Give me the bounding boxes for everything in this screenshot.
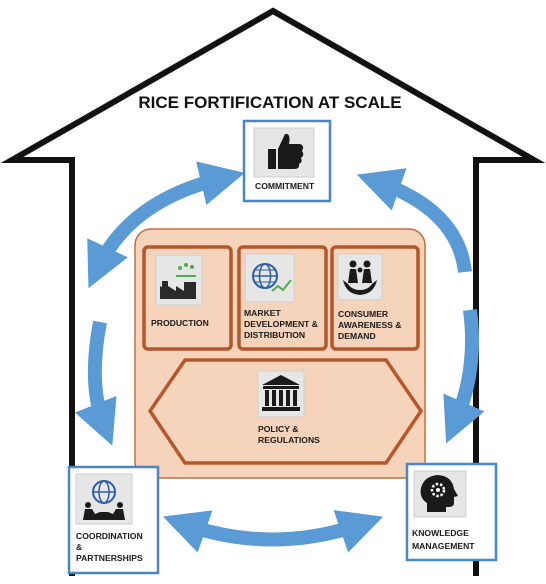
- cycle-arrow-bottom: [162, 510, 384, 553]
- consumer-label-line-3: DEMAND: [338, 331, 376, 341]
- cycle-arrow-left: [74, 320, 117, 446]
- diagram-title: RICE FORTIFICATION AT SCALE: [138, 93, 401, 112]
- coordination-box: COORDINATION & PARTNERSHIPS: [67, 465, 160, 575]
- production-label-line-1: PRODUCTION: [151, 318, 209, 328]
- policy-module: POLICY & REGULATIONS: [147, 358, 424, 465]
- consumer-label: CONSUMER AWARENESS & DEMAND: [338, 309, 404, 341]
- production-label: PRODUCTION: [151, 318, 209, 328]
- cycle-arrow-top-right: [356, 168, 472, 274]
- coordination-label-line-2: &: [76, 542, 82, 552]
- market-label-line-1: MARKET: [244, 308, 282, 318]
- government-building-icon: [262, 375, 300, 411]
- market-module: MARKET DEVELOPMENT & DISTRIBUTION: [237, 245, 328, 351]
- policy-label-line-2: REGULATIONS: [258, 435, 320, 445]
- knowledge-label: KNOWLEDGE MANAGEMENT: [412, 528, 475, 551]
- market-label-line-2: DEVELOPMENT &: [244, 319, 318, 329]
- market-label: MARKET DEVELOPMENT & DISTRIBUTION: [244, 308, 320, 340]
- commitment-label-line-1: COMMITMENT: [255, 181, 315, 191]
- policy-label-line-1: POLICY &: [258, 424, 298, 434]
- consumer-label-line-1: CONSUMER: [338, 309, 389, 319]
- family-hands-icon: [343, 260, 377, 295]
- cycle-arrow-right: [443, 309, 485, 444]
- production-module: PRODUCTION: [142, 245, 233, 351]
- coordination-label-line-3: PARTNERSHIPS: [76, 553, 143, 563]
- knowledge-box: KNOWLEDGE MANAGEMENT: [405, 462, 498, 562]
- thumbs-up-icon: [268, 133, 304, 169]
- house-outline: [0, 7, 546, 576]
- coordination-label-line-1: COORDINATION: [76, 531, 143, 541]
- consumer-module: CONSUMER AWARENESS & DEMAND: [330, 245, 420, 351]
- cycle-arrow-top-left: [87, 161, 245, 289]
- knowledge-label-line-2: MANAGEMENT: [412, 541, 475, 551]
- globe-handshake-icon: [83, 480, 125, 520]
- coordination-label: COORDINATION & PARTNERSHIPS: [76, 531, 145, 563]
- knowledge-label-line-1: KNOWLEDGE: [412, 528, 469, 538]
- factory-icon: [160, 263, 196, 299]
- commitment-label: COMMITMENT: [255, 181, 315, 191]
- consumer-label-line-2: AWARENESS &: [338, 320, 402, 330]
- commitment-box: COMMITMENT: [242, 119, 332, 203]
- policy-label: POLICY & REGULATIONS: [258, 424, 320, 445]
- head-gear-icon: [420, 475, 458, 512]
- market-label-line-3: DISTRIBUTION: [244, 330, 305, 340]
- globe-chart-icon: [252, 263, 292, 292]
